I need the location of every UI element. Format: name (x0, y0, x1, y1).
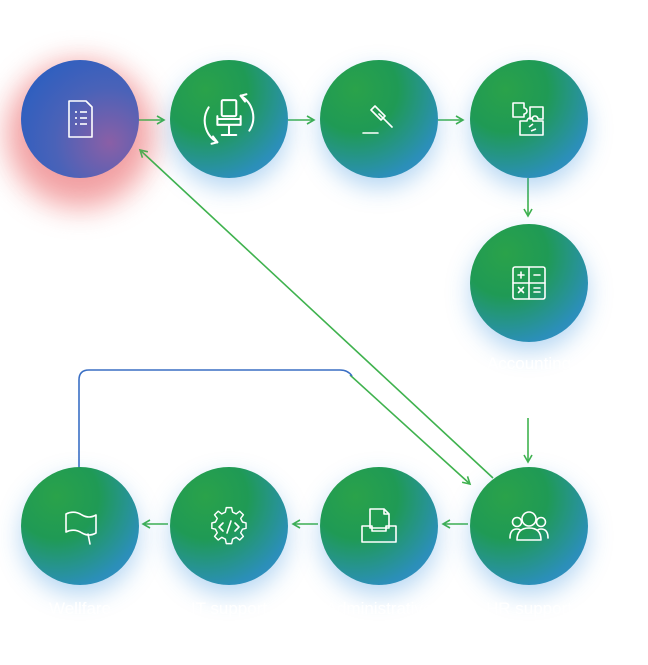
accounting-label: Accounting Payroll (449, 352, 609, 400)
welfare-node[interactable] (21, 467, 139, 585)
arrow-loop-to-hr (349, 374, 472, 486)
accounting-label-line-1: Accounting (486, 354, 572, 373)
puzzle-icon (512, 102, 544, 136)
admin-label: Administrative support (299, 597, 459, 645)
it-node[interactable] (170, 467, 288, 585)
hr-node[interactable] (470, 467, 588, 585)
loop-line-welfare (78, 369, 353, 470)
admin-label-line-1: Administrative (325, 599, 433, 618)
arrow-hr-to-document (138, 148, 494, 479)
flag-icon (65, 511, 97, 545)
it-label-line-1: IT support (190, 599, 268, 618)
gavel-icon (362, 105, 393, 134)
office-node[interactable] (170, 60, 288, 178)
accounting-node[interactable] (470, 224, 588, 342)
welfare-label-line-1: Wellfare (48, 599, 112, 618)
users-icon (509, 511, 549, 541)
admin-node[interactable] (320, 467, 438, 585)
welfare-label: Wellfare (0, 597, 160, 621)
hr-label: HR support (449, 597, 609, 621)
admin-label-line-2: support (350, 623, 408, 642)
legal-node[interactable] (320, 60, 438, 178)
document-node[interactable] (21, 60, 139, 178)
code-gear-icon (211, 506, 247, 545)
accounting-label-line-2: Payroll (503, 378, 555, 397)
inbox-tray-icon (361, 508, 397, 543)
calculator-icon (512, 266, 546, 300)
it-label: IT support (149, 597, 309, 621)
hr-label-line-1: HR support (486, 599, 572, 618)
document-icon (68, 100, 93, 138)
office-chair-cycle-icon (203, 93, 255, 145)
puzzle-node[interactable] (470, 60, 588, 178)
